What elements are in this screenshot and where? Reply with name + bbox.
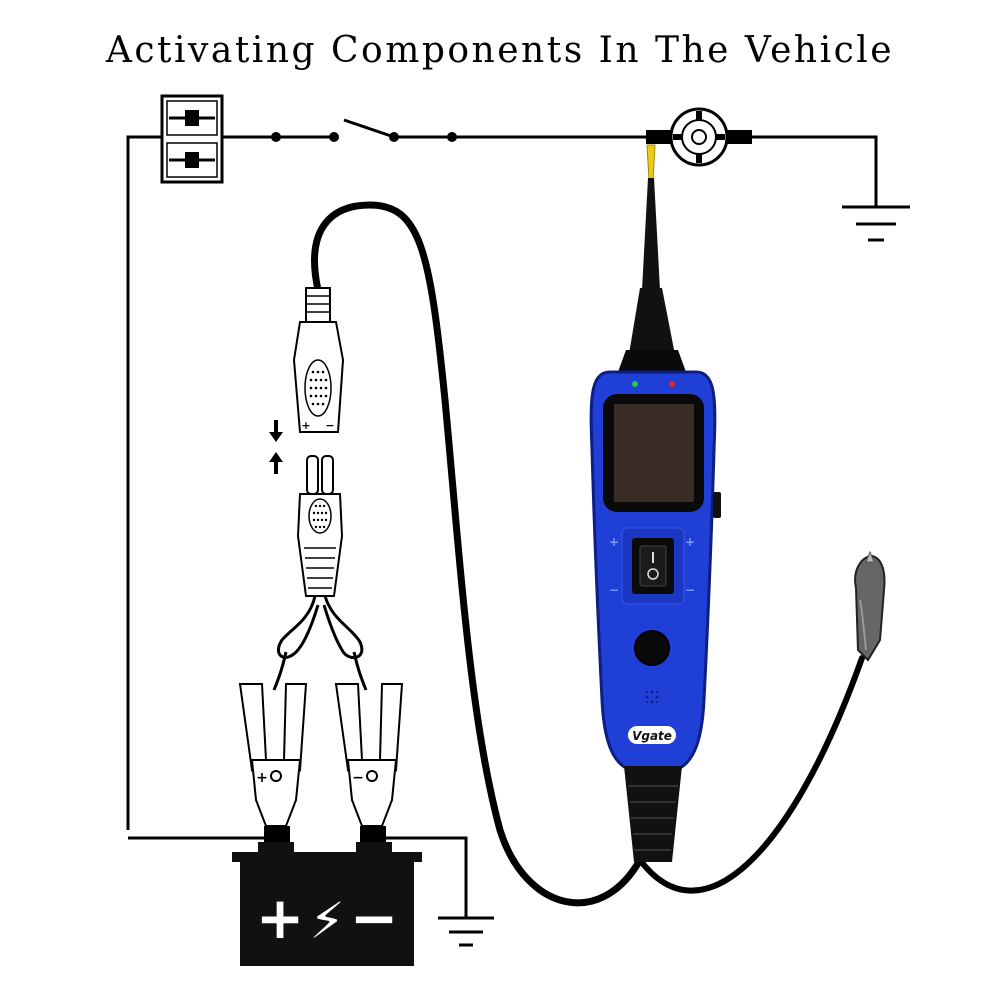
brand-label: Vgate [632,729,672,743]
lamp-icon [646,107,752,167]
device-screen [614,404,694,502]
brand-badge [628,726,676,744]
power-cable [311,201,644,907]
ground-icon [842,205,910,242]
panel-plus-left: + [609,535,619,549]
connector-minus-label: − [325,419,334,432]
speaker-icon [645,690,659,704]
power-cable-connector-icon [296,455,344,597]
panel-minus-left: − [609,583,619,597]
panel-minus-right: − [685,583,695,597]
round-button[interactable] [634,630,670,666]
alligator-clip-icon [854,550,886,662]
fuse-icon [160,94,224,184]
rocker-switch[interactable] [632,538,674,594]
arrow-down-icon [269,420,283,442]
connector-plus-label: + [301,419,310,432]
clamp-negative-label: − [352,770,364,786]
panel-plus-right: + [685,535,695,549]
clip-cable [637,655,865,894]
led-red [669,381,675,387]
battery-bolt-symbol: ⚡ [309,892,344,950]
led-green [632,381,638,387]
strain-relief [624,766,682,862]
clamp-positive-label: + [256,770,268,786]
arrow-up-icon [269,452,283,474]
battery-minus-symbol: − [350,884,399,952]
side-button[interactable] [713,492,721,518]
battery-plus-symbol: + [256,884,305,952]
probe-tip-icon [618,144,686,372]
battery-icon: + ⚡ − [232,842,422,966]
alligator-clip-icon: + [238,683,308,842]
diagram-title: Activating Components In The Vehicle [105,30,894,71]
power-probe-device: + + − − Vgate [589,370,721,862]
alligator-clip-icon: − [334,683,404,842]
power-cable-connector-icon: + − [292,287,345,433]
switch-icon [271,118,457,142]
ground-icon [438,916,494,947]
clamp-lead-wires [272,595,368,691]
circuit-wires [126,135,878,918]
